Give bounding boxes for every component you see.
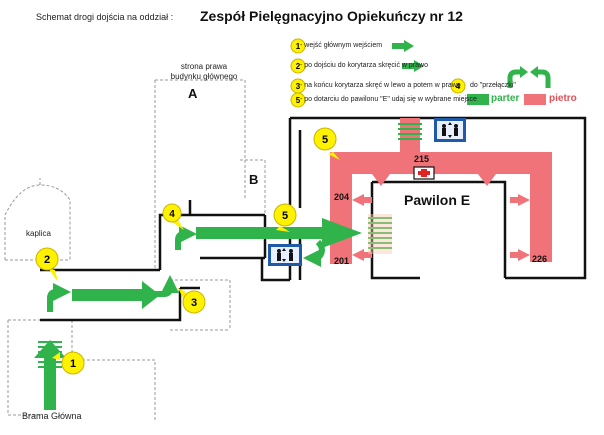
- building-b-label: B: [249, 172, 259, 187]
- map-marker-2: 2: [35, 247, 59, 282]
- gate-stripes: [38, 341, 62, 368]
- turn-arrows: [47, 225, 325, 312]
- step-markers: 1 2 3 4 5 1 2 3 4 5 5: [35, 38, 466, 375]
- legend-marker-5: 5: [290, 92, 306, 108]
- building-a-label: A: [188, 86, 198, 101]
- svg-text:1: 1: [296, 42, 301, 51]
- svg-text:4: 4: [169, 209, 175, 220]
- room-201: 201: [334, 256, 350, 266]
- top-entrance-stripes: [398, 123, 422, 140]
- legend-arrows: [392, 40, 551, 105]
- building-side-label: strona prawa budynku głównego: [170, 62, 238, 81]
- svg-text:5: 5: [282, 210, 288, 222]
- diagram-subtitle: Schemat drogi dojścia na oddział :: [36, 12, 174, 22]
- main-gate-label: Brama Główna: [22, 411, 82, 421]
- svg-text:4: 4: [456, 82, 461, 91]
- pavilion-entrance-stripes: [368, 217, 392, 249]
- elevator-icon: [434, 118, 466, 142]
- map-marker-1: 1: [52, 351, 85, 375]
- legend-step-1: - wejść głównym wejściem: [300, 42, 383, 49]
- legend-pietro: pietro: [549, 93, 577, 104]
- map-marker-5b: 5: [313, 127, 340, 160]
- room-204: 204: [334, 192, 350, 202]
- map-marker-3: 3: [178, 288, 206, 314]
- room-226: 226: [532, 254, 548, 264]
- legend-marker-4: 4: [450, 78, 466, 94]
- legend-step-5: - po dotarciu do pawilonu "E" udaj się w…: [300, 96, 477, 103]
- legend-step-4: do "przełączki": [470, 82, 516, 89]
- floor-route-green: [34, 218, 362, 410]
- svg-text:1: 1: [70, 358, 76, 370]
- legend-step-2: - po dojściu do korytarza skręcić w praw…: [300, 62, 428, 69]
- hospital-bed-icon: [413, 166, 435, 180]
- svg-text:5: 5: [296, 96, 301, 105]
- pavilion-label: Pawilon E: [404, 192, 471, 208]
- legend-parter: parter: [491, 93, 520, 104]
- legend-marker-2: 2: [290, 58, 306, 74]
- legend-marker-1: 1: [290, 38, 306, 54]
- elevator-icon: [268, 244, 302, 266]
- room-215: 215: [414, 154, 430, 164]
- map-marker-5a: 5: [273, 203, 297, 232]
- svg-text:2: 2: [44, 254, 50, 266]
- svg-text:2: 2: [296, 62, 301, 71]
- legend-step-3: - na końcu korytarza skręć w lewo a pote…: [300, 82, 461, 89]
- map-marker-4: 4: [162, 203, 184, 230]
- building-outlines: [4, 79, 266, 420]
- svg-text:3: 3: [296, 82, 301, 91]
- svg-text:3: 3: [191, 297, 197, 309]
- svg-text:5: 5: [322, 134, 328, 146]
- chapel-label: kaplica: [26, 229, 51, 238]
- diagram-title: Zespół Pielęgnacyjno Opiekuńczy nr 12: [200, 8, 463, 24]
- legend-marker-3: 3: [290, 78, 306, 94]
